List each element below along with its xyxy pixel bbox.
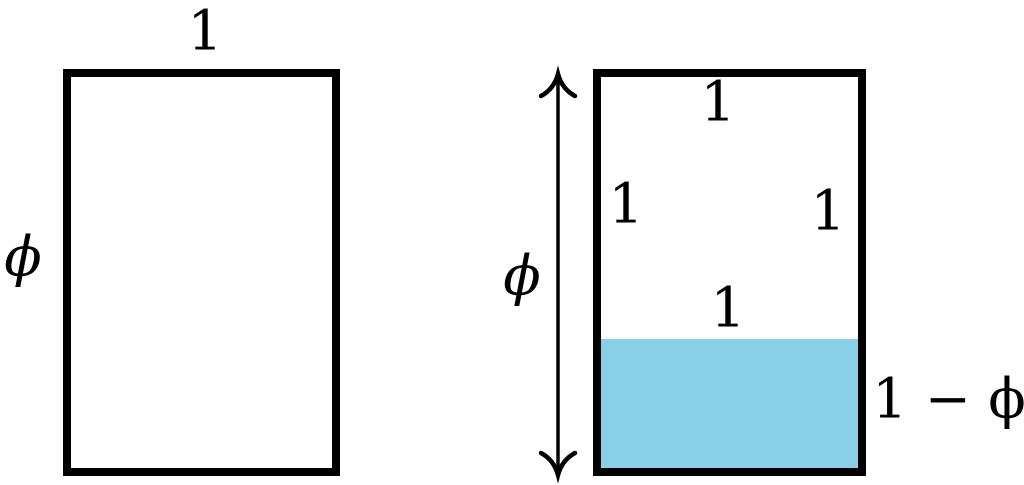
right-rectangle <box>593 69 866 476</box>
unit-square-right-label: 1 <box>810 178 846 243</box>
right-rectangle-height-label: ϕ <box>503 243 541 308</box>
arrow-head-down-icon <box>538 450 578 484</box>
left-rectangle-width-label: 1 <box>187 0 223 63</box>
left-rectangle-height-label: ϕ <box>4 224 42 289</box>
remainder-label: 1 − ϕ <box>872 366 1024 431</box>
left-rectangle <box>63 69 340 476</box>
unit-square-bottom-label: 1 <box>710 275 746 340</box>
remainder-region-fill <box>601 339 858 468</box>
unit-square-top-label: 1 <box>700 69 736 134</box>
arrow-head-up-icon <box>538 65 578 99</box>
unit-square-left-label: 1 <box>608 171 644 236</box>
